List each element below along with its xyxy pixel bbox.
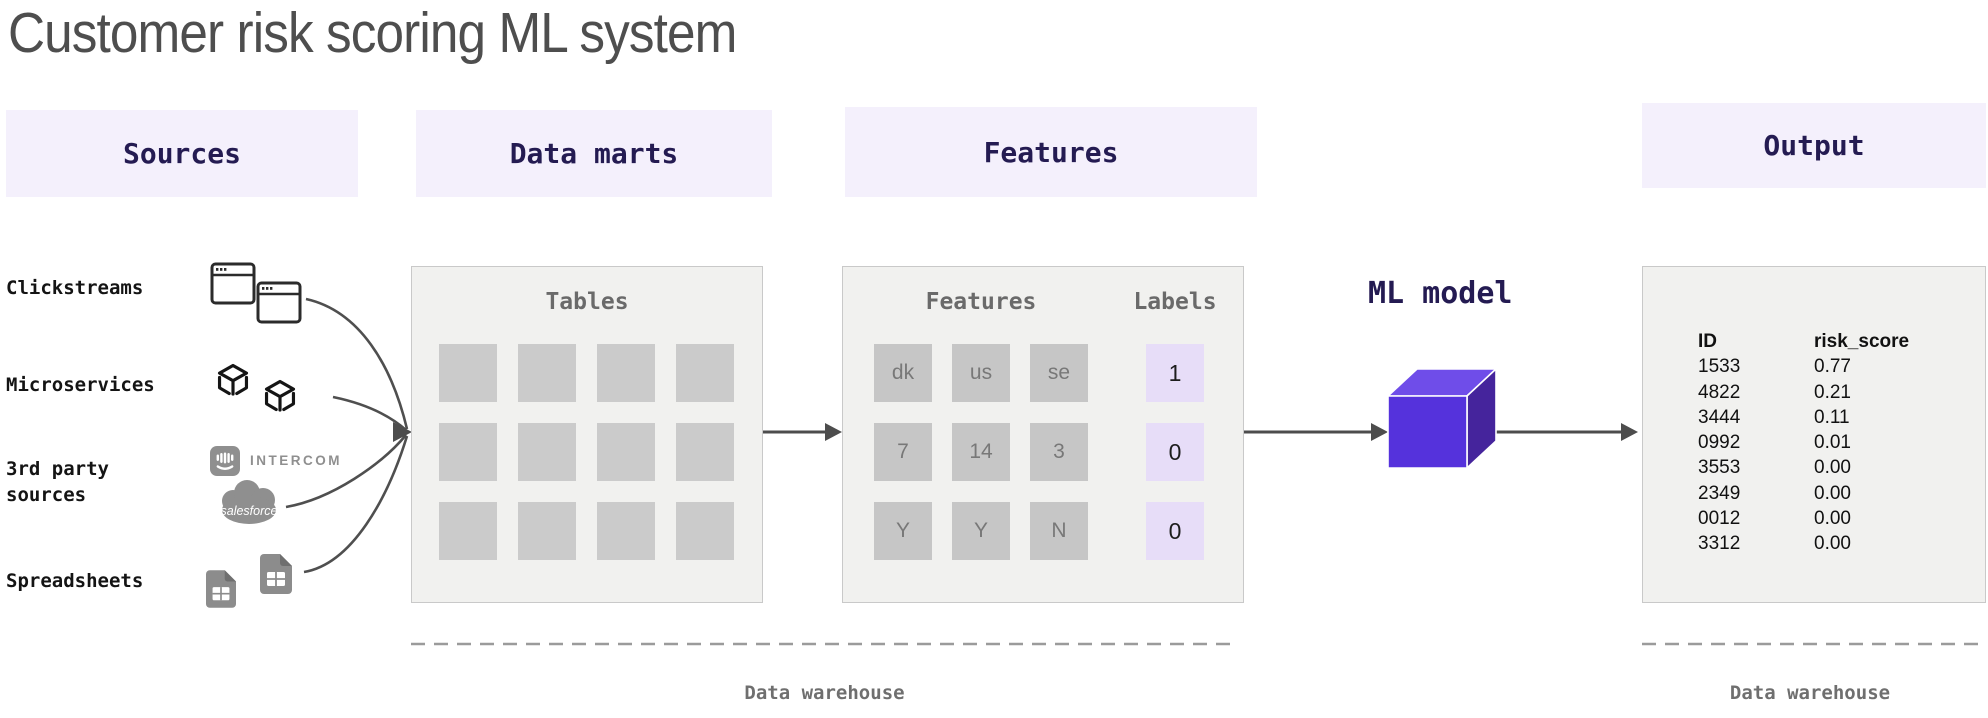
feature-cell: dk	[874, 344, 932, 402]
browser-window-icon	[256, 281, 302, 324]
microservice-cube-icon	[214, 362, 252, 400]
clickstreams-label: Clickstreams	[6, 277, 144, 299]
arrow-model-to-output	[1490, 423, 1638, 441]
tables-grid	[439, 344, 734, 560]
microservice-cube-icon	[261, 378, 299, 416]
ml-model-cube-icon	[1387, 368, 1497, 469]
intercom-wordmark: INTERCOM	[250, 453, 342, 468]
data-warehouse-label-right: Data warehouse	[1729, 682, 1891, 704]
table-tile	[439, 344, 497, 402]
tables-box: Tables	[411, 266, 763, 603]
output-table-header: ID risk_score	[1698, 329, 1909, 354]
features-column-header: Features	[845, 107, 1257, 197]
label-cell: 0	[1146, 423, 1204, 481]
feature-cell: 14	[952, 423, 1010, 481]
table-tile	[597, 502, 655, 560]
arrow-features-to-model	[1244, 423, 1388, 441]
data-warehouse-label-left: Data warehouse	[744, 682, 905, 704]
browser-window-icon	[210, 262, 256, 305]
data-marts-column-header: Data marts	[416, 110, 772, 197]
intercom-icon	[210, 446, 240, 476]
spreadsheet-file-icon	[260, 554, 292, 594]
table-tile	[518, 423, 576, 481]
output-col-risk-score: risk_score	[1814, 331, 1910, 352]
label-cell: 1	[1146, 344, 1204, 402]
salesforce-wordmark: salesforce	[221, 504, 278, 518]
table-tile	[676, 423, 734, 481]
table-tile	[597, 423, 655, 481]
output-col-id: ID	[1698, 331, 1717, 352]
feature-cell: 7	[874, 423, 932, 481]
feature-cell: 3	[1030, 423, 1088, 481]
labels-box-title: Labels	[1133, 289, 1217, 315]
table-tile	[676, 502, 734, 560]
feature-cell: Y	[874, 502, 932, 560]
spreadsheets-label: Spreadsheets	[6, 570, 144, 592]
microservices-label: Microservices	[6, 374, 155, 396]
ml-model-label: ML model	[1368, 276, 1513, 311]
label-cell: 0	[1146, 502, 1204, 560]
table-tile	[518, 502, 576, 560]
feature-cell: us	[952, 344, 1010, 402]
sources-column-header: Sources	[6, 110, 358, 197]
third-party-sources-label: 3rd party sources	[6, 458, 109, 506]
page-title: Customer risk scoring ML system	[8, 1, 737, 65]
feature-cell: N	[1030, 502, 1088, 560]
labels-column: 1 0 0	[1146, 344, 1204, 560]
features-box-title: Features	[925, 289, 1037, 315]
features-grid: dk us se 7 14 3 Y Y N	[874, 344, 1088, 560]
table-tile	[597, 344, 655, 402]
arrowhead-into-tables	[393, 422, 412, 442]
spreadsheet-file-icon	[206, 570, 236, 608]
arrow-tables-to-features	[763, 423, 842, 441]
tables-box-title: Tables	[545, 289, 629, 315]
table-tile	[439, 502, 497, 560]
salesforce-icon: salesforce	[214, 478, 286, 534]
output-column-header: Output	[1642, 103, 1986, 188]
feature-cell: Y	[952, 502, 1010, 560]
features-box: Features Labels dk us se 7 14 3 Y Y N 1 …	[842, 266, 1244, 603]
table-tile	[439, 423, 497, 481]
source-curves	[285, 297, 409, 574]
table-tile	[518, 344, 576, 402]
feature-cell: se	[1030, 344, 1088, 402]
table-tile	[676, 344, 734, 402]
